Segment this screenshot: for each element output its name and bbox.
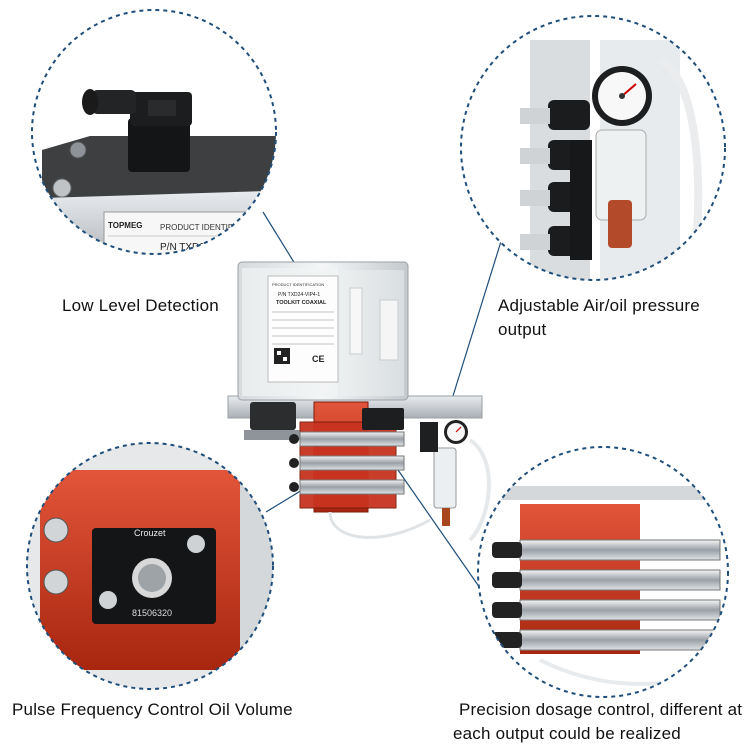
qr-code: [274, 348, 290, 364]
dial-serial: 81506320: [132, 608, 172, 618]
zoom-precision-dosage: [477, 446, 729, 698]
tank-label-toolkit: TOOLKIT COAXIAL: [276, 300, 327, 306]
caption-precision: Precision dosage control, different at e…: [453, 698, 745, 746]
caption-pressure-line1: Adjustable Air/oil pressure: [498, 296, 700, 315]
caption-pressure: Adjustable Air/oil pressure output: [498, 294, 728, 342]
tank-label-id: PRODUCT IDENTIFICATION: [272, 282, 324, 287]
tank-label-part: P/N TXD24-VIP4-1: [278, 292, 320, 298]
zoom-low-level: TOPMEG PRODUCT IDENTIFICATION P/N TXD24-…: [31, 9, 277, 255]
zoom-pulse-control: Crouzet 81506320: [26, 442, 274, 690]
outlet-valves: [289, 431, 405, 495]
lubrication-unit: PRODUCT IDENTIFICATION P/N TXD24-VIP4-1 …: [227, 261, 491, 542]
caption-pulse: Pulse Frequency Control Oil Volume: [12, 700, 293, 719]
caption-precision-line1: Precision dosage control, different at: [459, 700, 743, 719]
label-brand: TOPMEG: [108, 221, 143, 230]
tank-label: PRODUCT IDENTIFICATION P/N TXD24-VIP4-1 …: [267, 275, 339, 383]
zoom-pressure: [460, 15, 726, 281]
label-product-id: PRODUCT IDENTIFICATION: [160, 223, 265, 232]
dial-brand: Crouzet: [134, 528, 166, 538]
caption-pressure-line2: output: [498, 320, 547, 339]
caption-low-level: Low Level Detection: [62, 296, 219, 315]
caption-precision-line2: each output could be realized: [453, 724, 681, 743]
ce-mark: CE: [312, 354, 325, 364]
label-part-number: P/N TXD24-VIP4-F: [160, 242, 245, 253]
